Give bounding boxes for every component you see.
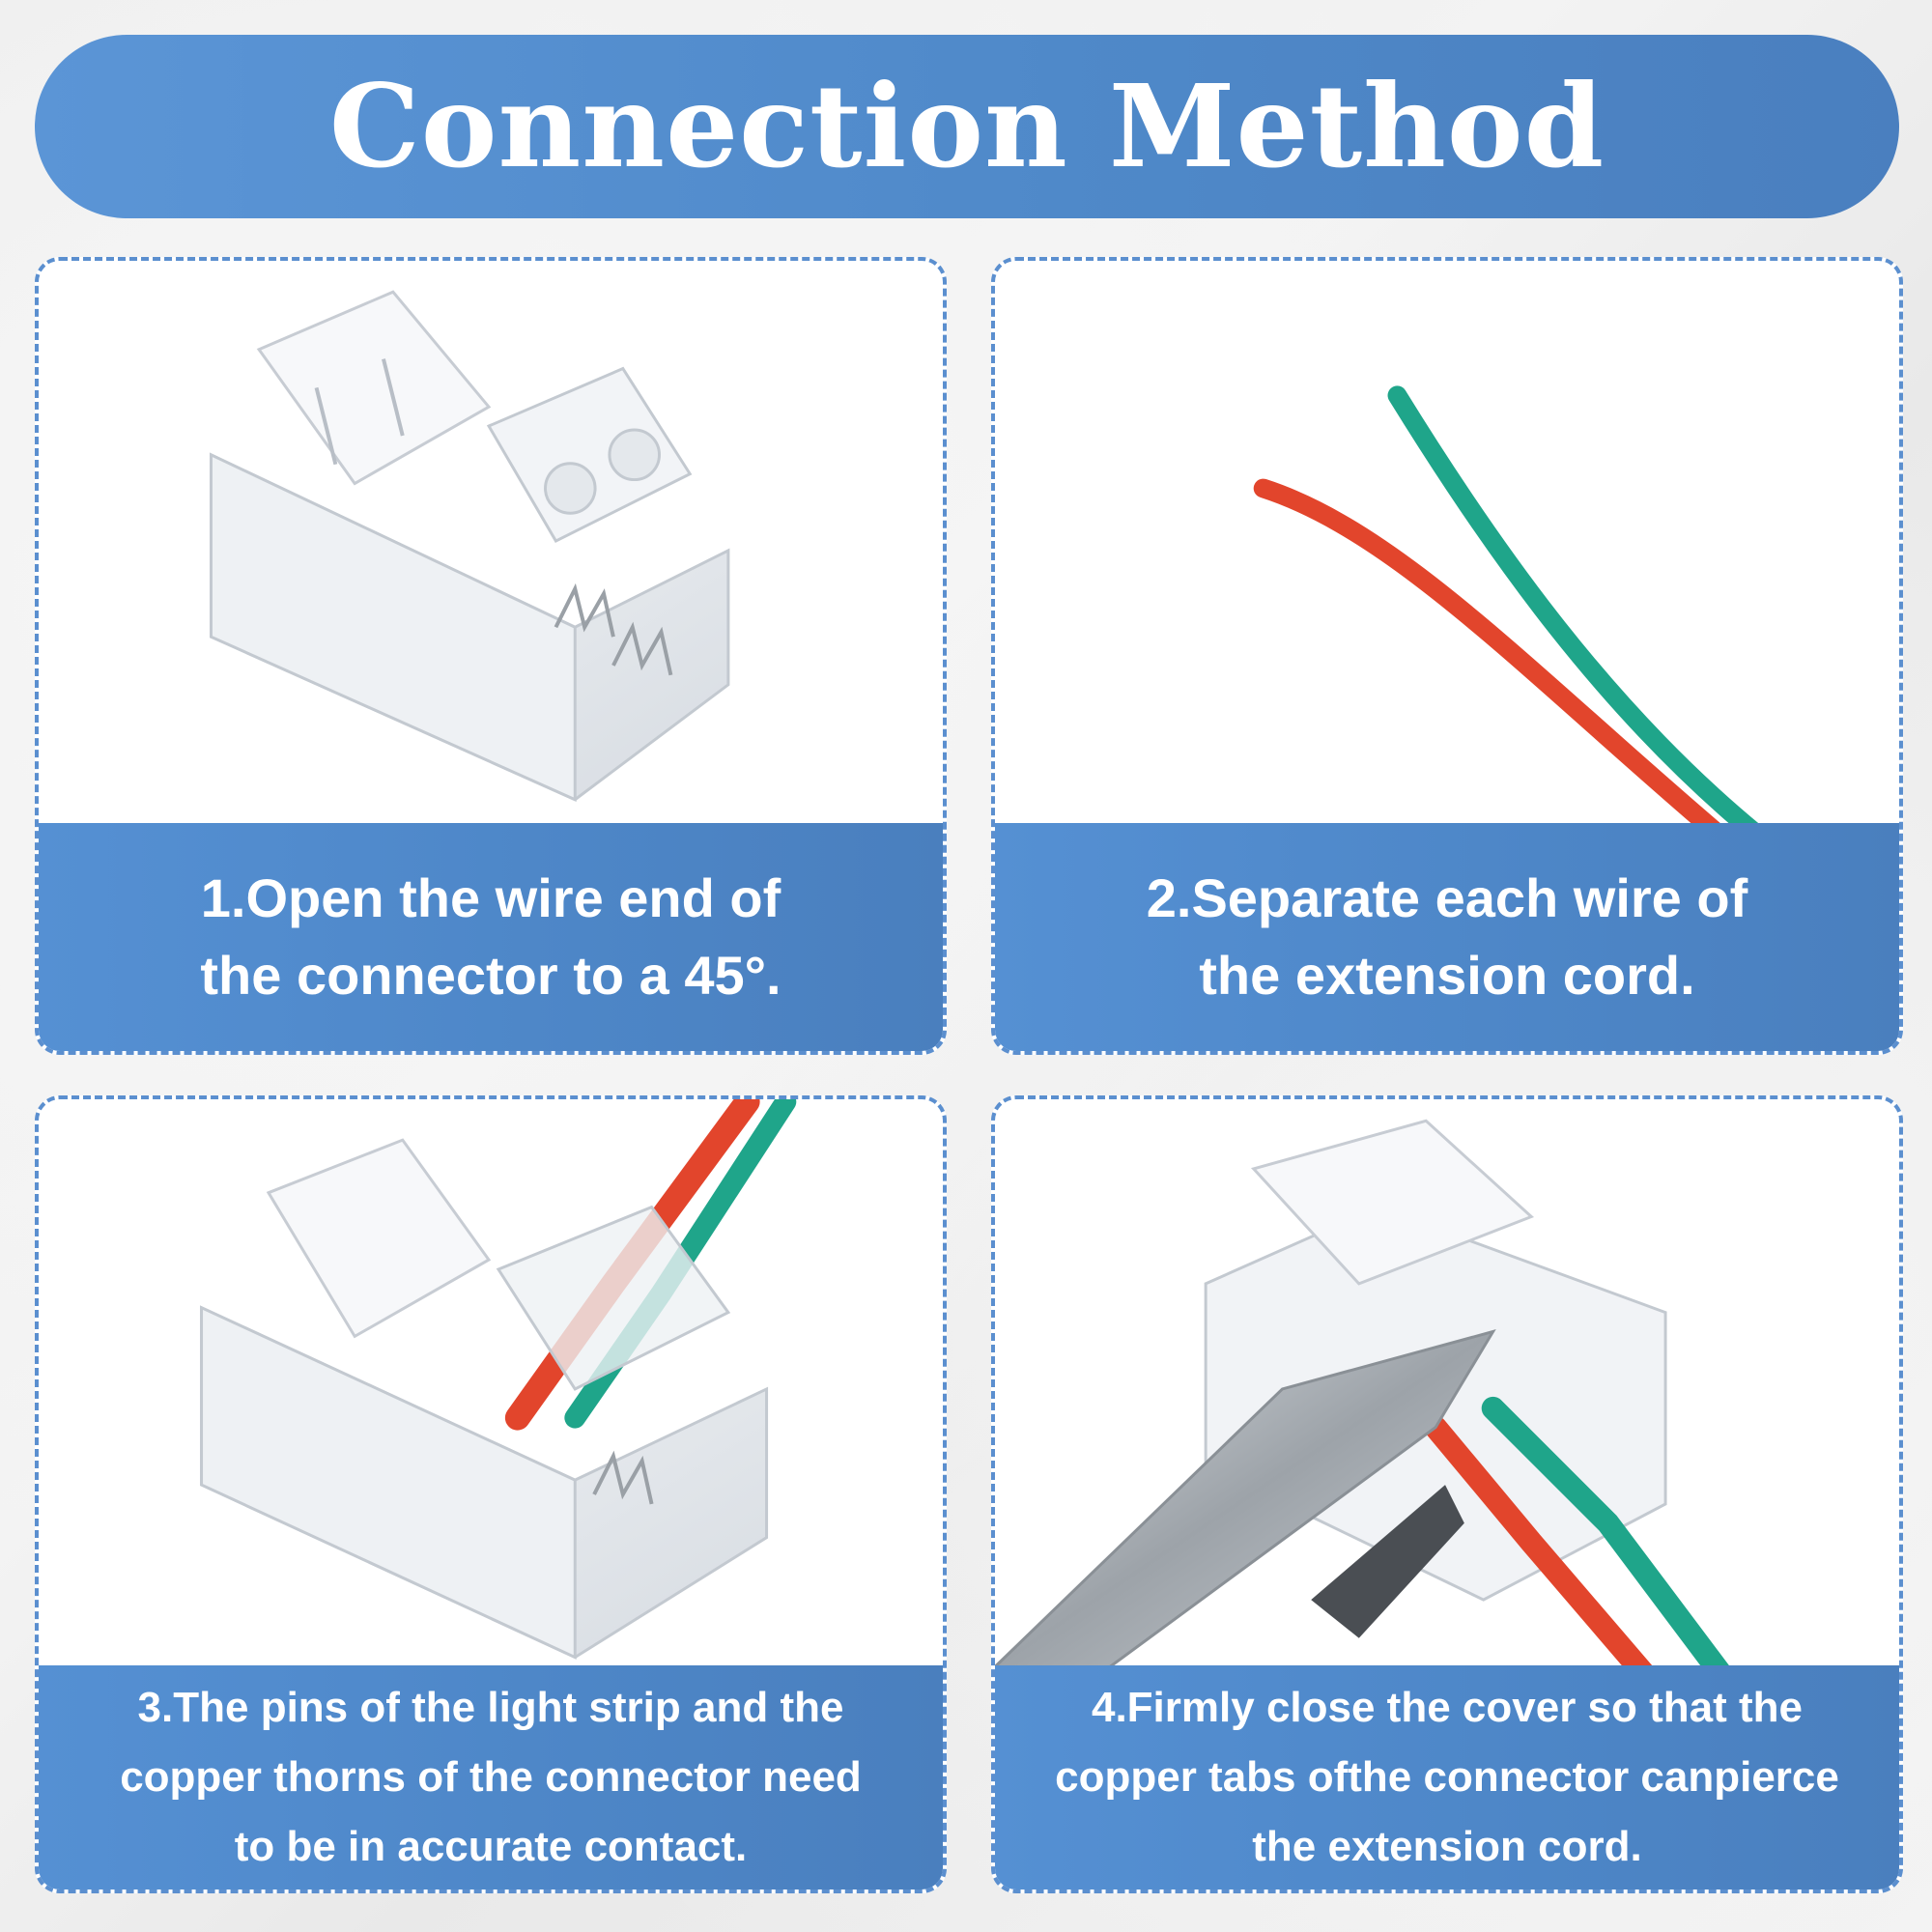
title-banner: Connection Method	[35, 35, 1899, 218]
step-card-1: 1.Open the wire end of the connector to …	[35, 257, 947, 1055]
connector-open-photo	[39, 261, 943, 827]
separated-wires-photo	[995, 261, 1899, 827]
step-text-4: 4.Firmly close the cover so that the cop…	[1055, 1684, 1839, 1870]
step-card-2: 2.Separate each wire of the extension co…	[991, 257, 1903, 1055]
step-caption-3: 3.The pins of the light strip and the co…	[39, 1665, 943, 1889]
step-caption-2: 2.Separate each wire of the extension co…	[995, 823, 1899, 1051]
page-title: Connection Method	[328, 59, 1605, 193]
closing-with-pliers-photo	[995, 1099, 1899, 1669]
step-card-4: 4.Firmly close the cover so that the cop…	[991, 1095, 1903, 1893]
step-card-3: 3.The pins of the light strip and the co…	[35, 1095, 947, 1893]
step-text-2: 2.Separate each wire of the extension co…	[1146, 867, 1748, 1006]
step-caption-1: 1.Open the wire end of the connector to …	[39, 823, 943, 1051]
step-text-3: 3.The pins of the light strip and the co…	[120, 1684, 862, 1870]
step-text-1: 1.Open the wire end of the connector to …	[200, 867, 781, 1006]
step-caption-4: 4.Firmly close the cover so that the cop…	[995, 1665, 1899, 1889]
wires-inserted-photo	[39, 1099, 943, 1669]
